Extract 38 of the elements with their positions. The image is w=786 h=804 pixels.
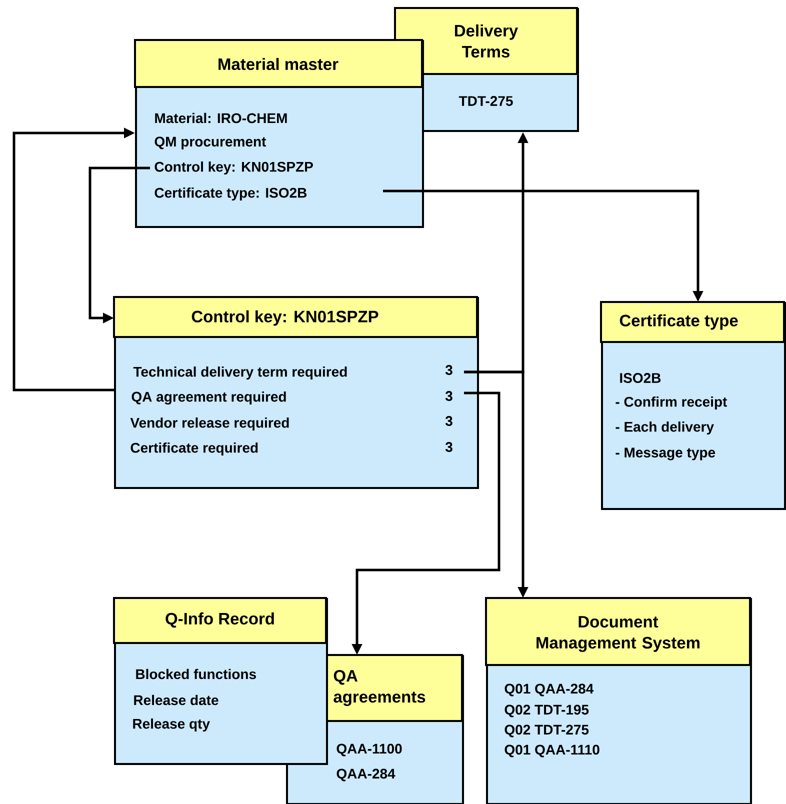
card-title: Q-Info Record (166, 612, 274, 628)
card-text: ISO2B (620, 373, 661, 383)
card-text: QA agreement required (132, 391, 286, 405)
card-text: Release qty (133, 718, 210, 732)
card-text: Q02 TDT-195 (504, 704, 589, 718)
card-text: Blocked functions (136, 668, 256, 680)
card-text: Certificate required (130, 442, 258, 456)
card (600, 301, 786, 510)
card-text: - Confirm receipt (616, 396, 728, 410)
card-text: TDT-275 (458, 96, 513, 106)
card-text: 3 (445, 365, 452, 375)
card-title: Document Management System (536, 616, 700, 652)
card-text: 3 (445, 391, 452, 401)
card-text: Q01 QAA-1110 (504, 744, 600, 758)
card-text: Control key: KN01SPZP (154, 161, 313, 175)
card (485, 597, 752, 804)
card-text: Q02 TDT-275 (504, 724, 589, 738)
card (113, 597, 328, 765)
card-text: Q01 QAA-284 (504, 684, 594, 696)
card-text: - Each delivery (616, 421, 714, 435)
card (113, 296, 479, 489)
card-text: QAA-284 (336, 768, 396, 782)
card-text: 3 (445, 442, 452, 452)
card-text: 3 (445, 416, 452, 426)
card-title: Delivery Terms (455, 24, 518, 58)
card-text: Technical delivery term required (133, 366, 347, 380)
card-text: Release date (134, 694, 218, 706)
card-text: Material: IRO-CHEM (155, 112, 287, 124)
card-text: Certificate type: ISO2B (154, 187, 307, 201)
card-text: QM procurement (154, 136, 266, 150)
card-title: Certificate type (620, 314, 738, 330)
card-title: QA agreements (334, 670, 426, 706)
card-title: Control key: KN01SPZP (192, 310, 378, 326)
card (134, 39, 424, 228)
card-title: Material master (218, 58, 338, 70)
card-text: Vendor release required (130, 417, 289, 431)
card-text: QAA-1100 (336, 744, 402, 756)
card-text: - Message type (616, 448, 716, 460)
